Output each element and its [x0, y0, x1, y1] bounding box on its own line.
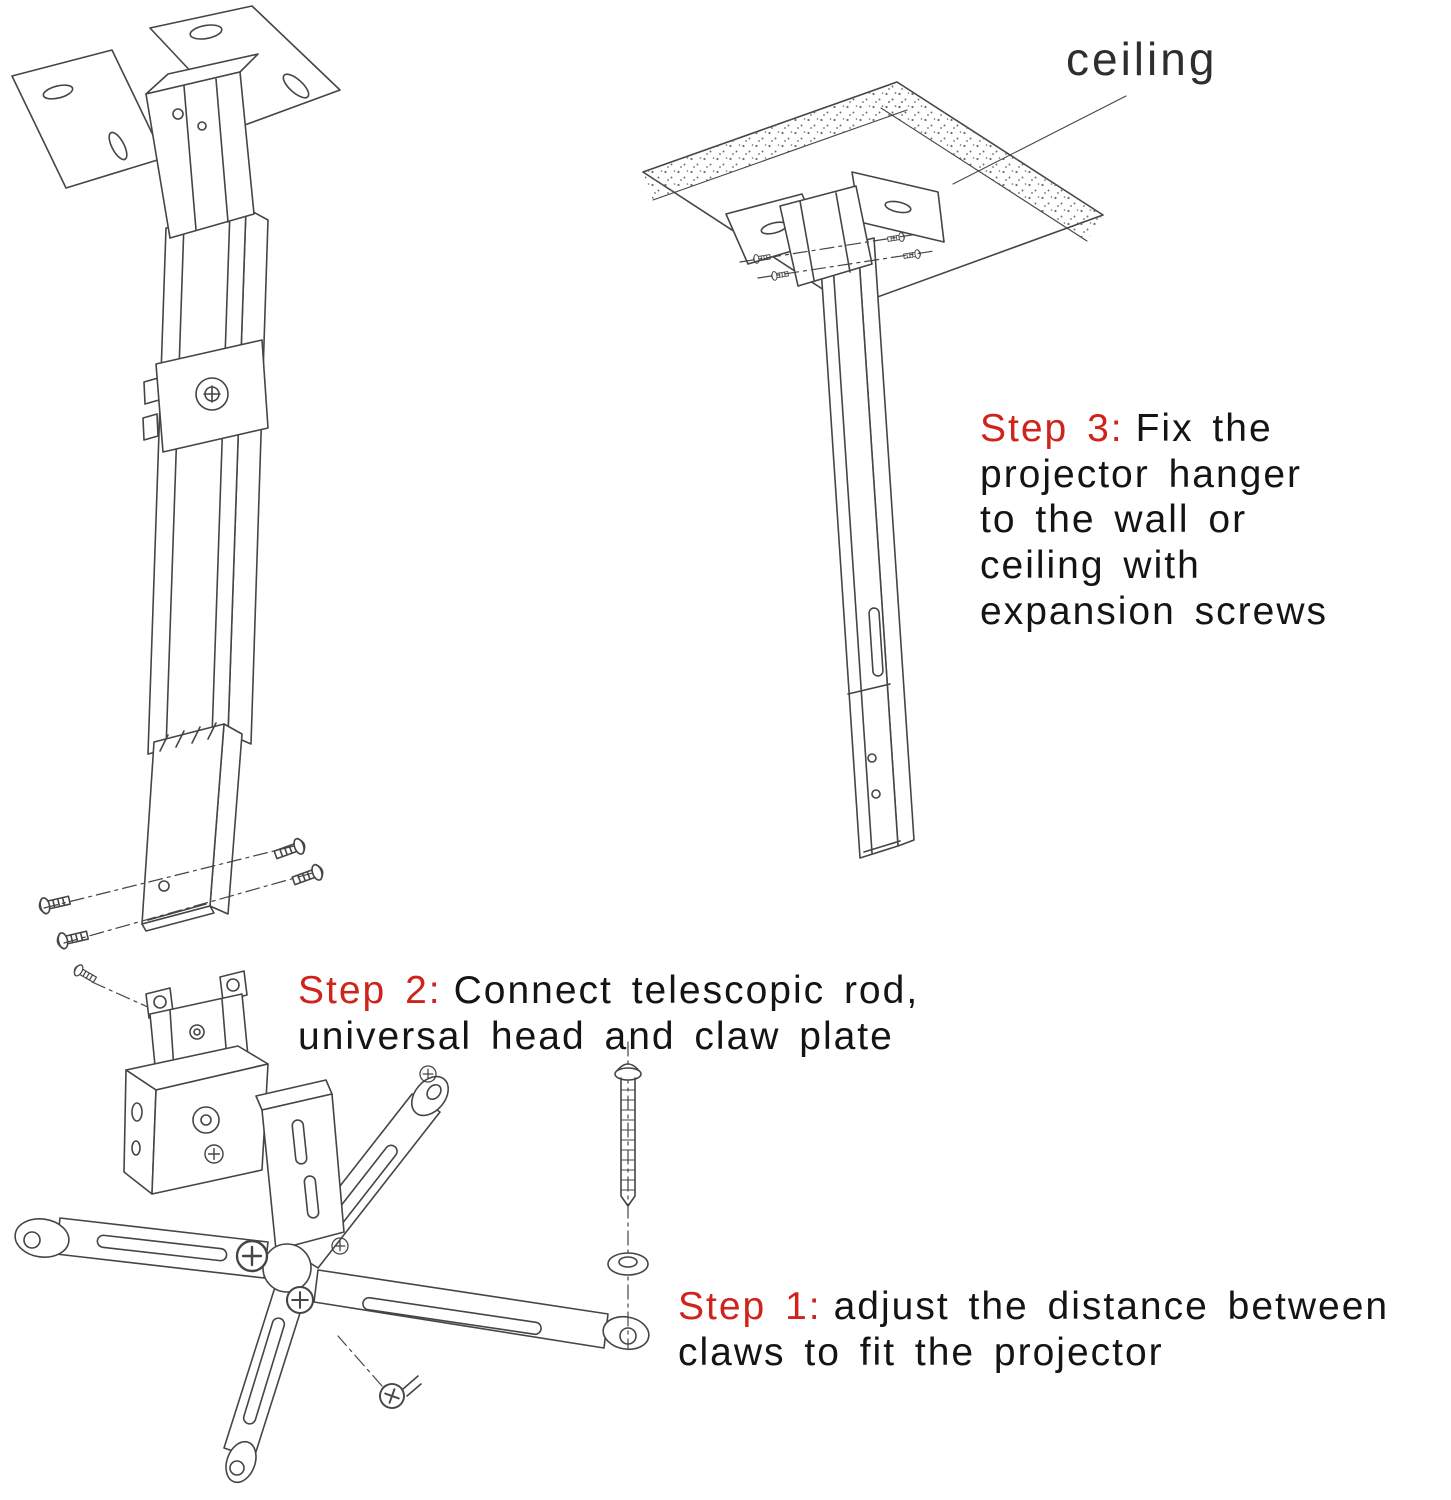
step2-caption: Step 2: Connect telescopic rod, universal…: [298, 968, 919, 1059]
washer: [607, 1252, 649, 1276]
installed-hanger: [642, 81, 1127, 859]
expansion-screws: [37, 836, 326, 1009]
ceiling-bracket: [725, 171, 945, 287]
step2-prefix: Step 2:: [298, 969, 442, 1012]
claw-screw: [337, 1335, 422, 1413]
hanging-rod: [819, 237, 915, 859]
step3-text-1: Fix the: [1135, 407, 1273, 450]
step3-prefix: Step 3:: [980, 407, 1124, 450]
ceiling-label: ceiling: [1066, 33, 1218, 85]
step1-text-1: adjust the distance between: [833, 1285, 1390, 1328]
ceiling-leader-line: [952, 95, 1127, 185]
universal-head: [123, 970, 269, 1195]
step3-line-1: Step 3: Fix the: [980, 406, 1328, 452]
step3-text-5: expansion screws: [980, 589, 1328, 633]
ceiling-plate: [11, 5, 341, 239]
step3-text-4: ceiling with: [980, 543, 1201, 587]
height-clamp: [142, 339, 269, 453]
step3-caption: Step 3: Fix the projector hanger to the w…: [980, 406, 1328, 634]
telescopic-rod-assembly: [11, 5, 341, 932]
step3-text-3: to the wall or: [980, 498, 1248, 542]
step1-line-1: Step 1: adjust the distance between: [678, 1284, 1389, 1330]
step2-line-1: Step 2: Connect telescopic rod,: [298, 968, 919, 1014]
claw-feet: [14, 1065, 650, 1484]
step3-text-2: projector hanger: [980, 452, 1303, 496]
mounting-bolt: [607, 1041, 649, 1349]
step2-text-1: Connect telescopic rod,: [453, 969, 920, 1012]
step2-text-2: universal head and claw plate: [298, 1014, 894, 1058]
step1-text-2: claws to fit the projector: [678, 1330, 1164, 1374]
step1-caption: Step 1: adjust the distance between claws…: [678, 1284, 1389, 1375]
claw-plate: [14, 1065, 650, 1484]
step1-prefix: Step 1:: [678, 1285, 822, 1328]
fixing-screws: [739, 231, 935, 282]
